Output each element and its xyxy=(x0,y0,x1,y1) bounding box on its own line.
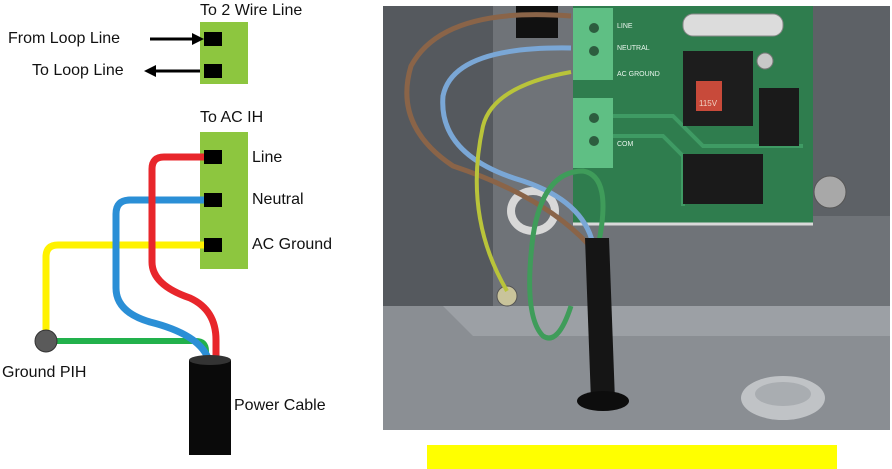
photo-terminal-block-top xyxy=(573,8,613,80)
photo-neutral-label: NEUTRAL xyxy=(617,45,650,52)
to-2-wire-line-label: To 2 Wire Line xyxy=(200,2,302,20)
ac-ground-label: AC Ground xyxy=(252,236,332,254)
terminal-ac-ground xyxy=(204,238,222,252)
terminal-neutral xyxy=(204,193,222,207)
caption-bar xyxy=(427,445,837,469)
photo-terminal-block-bottom xyxy=(573,98,613,168)
photo-ac-ground-label: AC GROUND xyxy=(617,71,660,78)
to-ac-ih-label: To AC IH xyxy=(200,109,263,127)
power-cable-label: Power Cable xyxy=(234,397,326,415)
neutral-label: Neutral xyxy=(252,191,304,209)
power-cable-end xyxy=(189,355,231,365)
power-cable xyxy=(189,360,231,455)
voltage-switch-label: 115V xyxy=(699,99,718,108)
loop-terminal-from xyxy=(204,32,222,46)
photo-line-label: LINE xyxy=(617,23,633,30)
ground-pih-wire xyxy=(50,341,206,360)
to-loop-arrowhead xyxy=(144,65,156,77)
enclosure-photo-drawing: 115V LINE NEUTRAL AC GROUND COM xyxy=(383,6,890,430)
terminal-line xyxy=(204,150,222,164)
loop-terminal-to xyxy=(204,64,222,78)
photo-com-label: COM xyxy=(617,141,634,148)
ground-pih-label: Ground PIH xyxy=(2,364,86,382)
line-label: Line xyxy=(252,149,282,167)
to-loop-line-label: To Loop Line xyxy=(32,62,124,80)
ground-pih-post xyxy=(35,330,57,352)
from-loop-line-label: From Loop Line xyxy=(8,30,120,48)
enclosure-photo: 115V LINE NEUTRAL AC GROUND COM xyxy=(383,6,890,430)
